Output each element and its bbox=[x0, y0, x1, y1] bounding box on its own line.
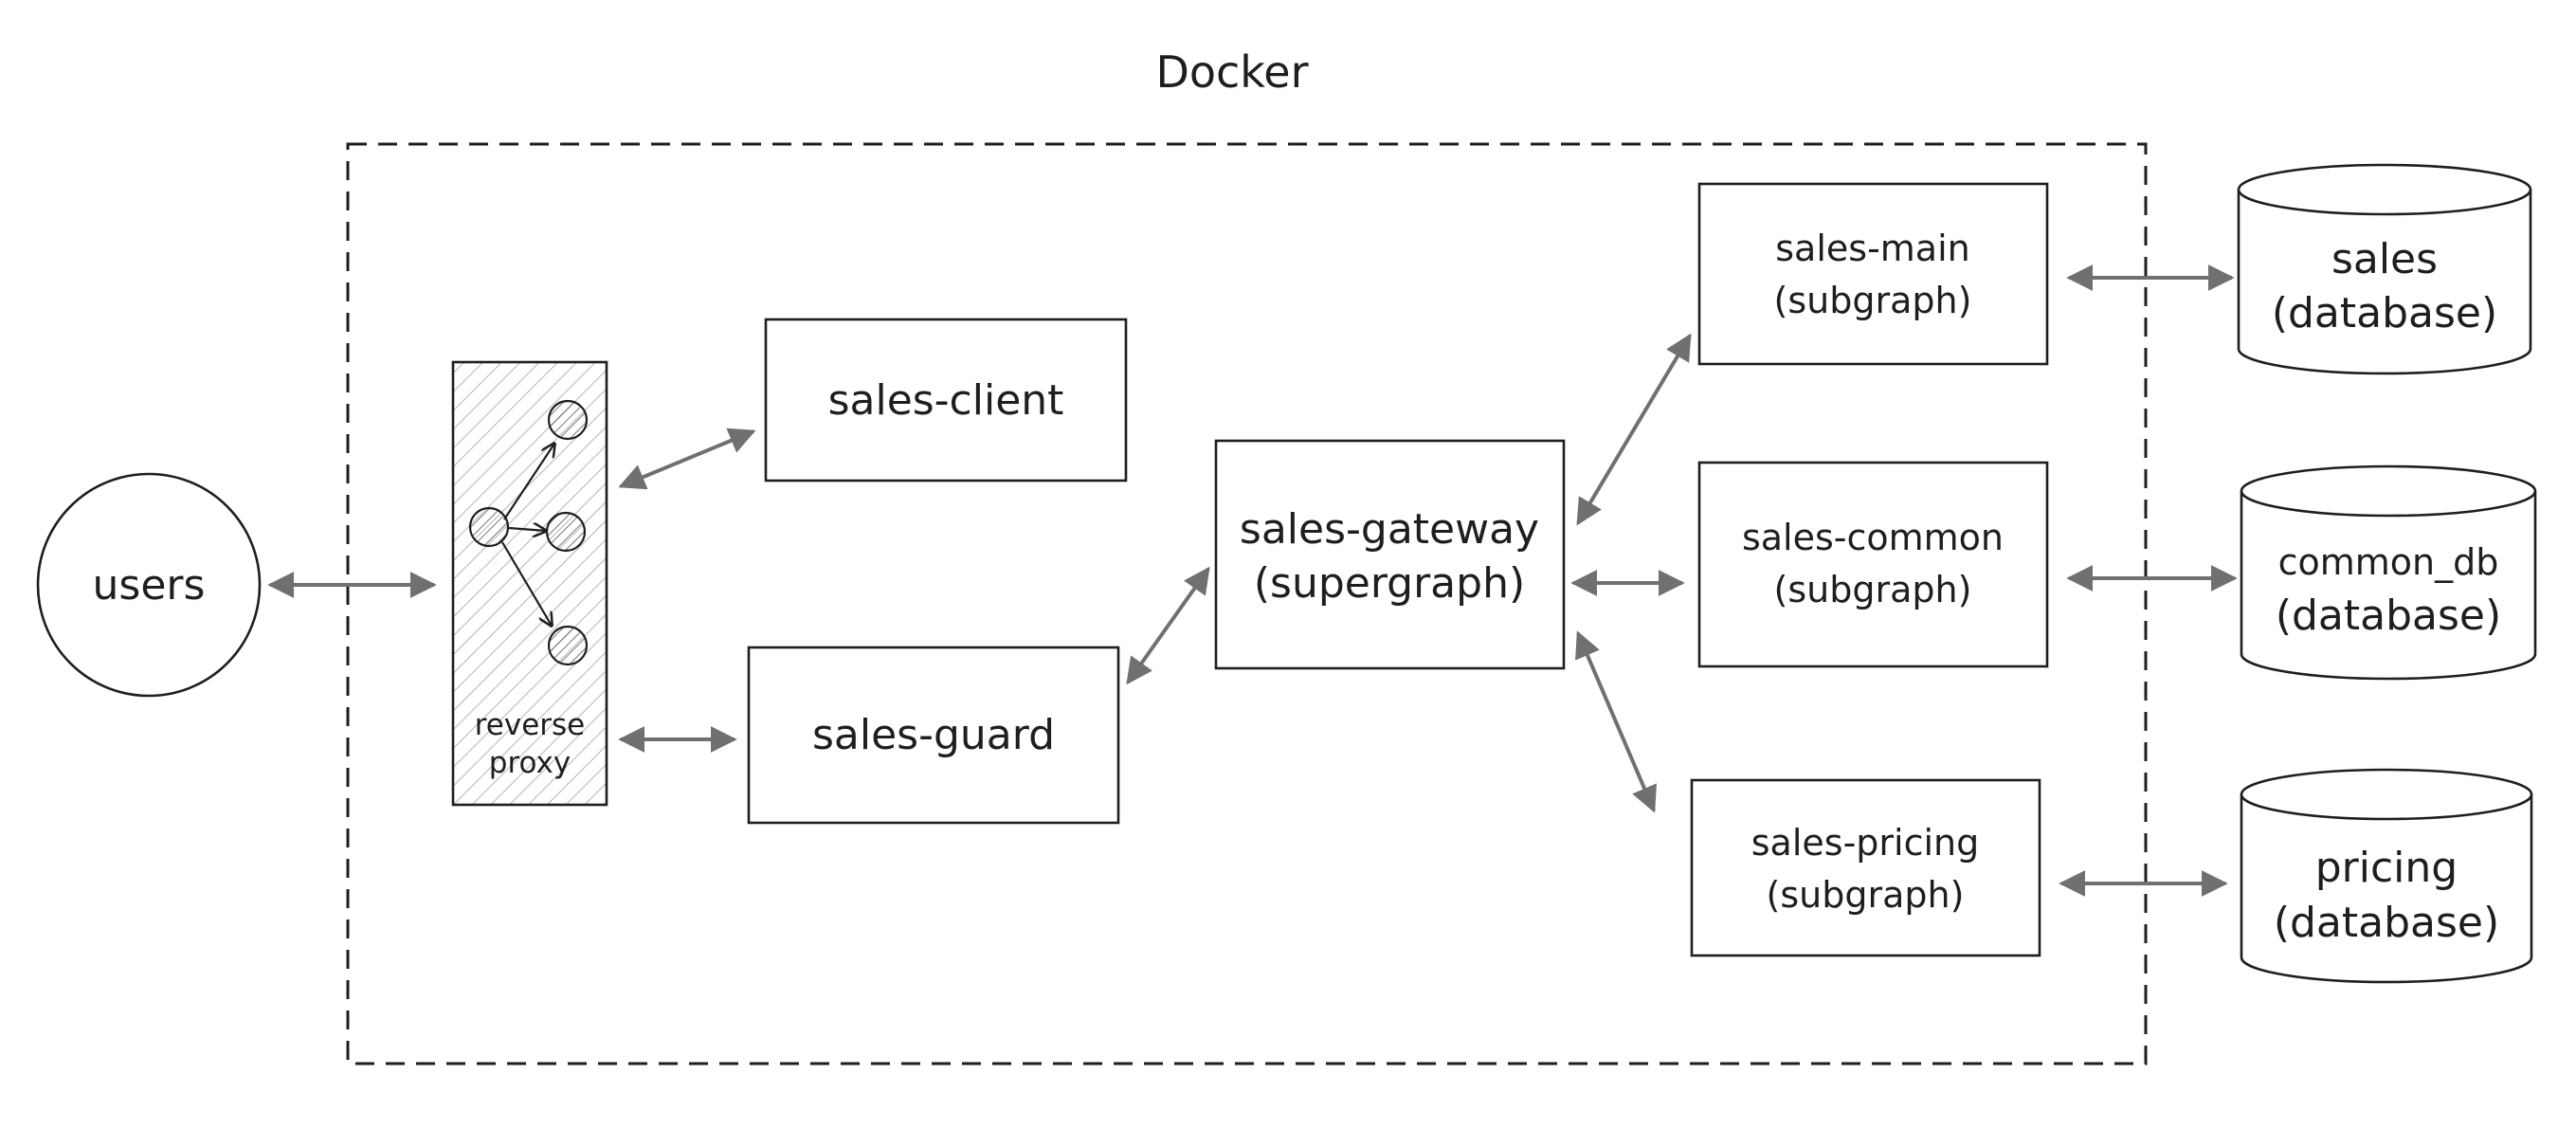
sales-pricing-node: sales-pricing (subgraph) bbox=[1690, 778, 2041, 957]
edge-gateway-main bbox=[1576, 333, 1692, 526]
sales-guard-label: sales-guard bbox=[812, 711, 1055, 759]
sales-common-label-line1: sales-common bbox=[1742, 517, 2004, 558]
sales-common-node: sales-common (subgraph) bbox=[1697, 461, 2049, 668]
reverse-proxy-node: reverse proxy bbox=[451, 360, 608, 807]
users-node: users bbox=[36, 472, 262, 698]
reverse-proxy-label-line1: reverse bbox=[475, 708, 586, 742]
db-pricing-label-line2: (database) bbox=[2274, 899, 2499, 947]
users-label: users bbox=[93, 561, 206, 610]
reverse-proxy-label-line2: proxy bbox=[489, 746, 571, 780]
sales-gateway-label-line2: (supergraph) bbox=[1254, 559, 1525, 608]
db-sales-label-line1: sales bbox=[2331, 235, 2438, 283]
sales-client-label: sales-client bbox=[828, 376, 1064, 425]
db-common-label-line2: (database) bbox=[2276, 592, 2501, 640]
edge-guard-gateway bbox=[1126, 566, 1210, 685]
sales-common-label-line2: (subgraph) bbox=[1774, 569, 1972, 610]
docker-title: Docker bbox=[1155, 46, 1308, 98]
sales-main-label-line1: sales-main bbox=[1775, 228, 1969, 269]
edge-proxy-client bbox=[618, 428, 756, 490]
sales-guard-node: sales-guard bbox=[747, 646, 1120, 825]
db-pricing-label-line1: pricing bbox=[2315, 844, 2458, 892]
db-common-label-line1: common_db bbox=[2278, 541, 2499, 583]
sales-pricing-label-line1: sales-pricing bbox=[1751, 822, 1980, 864]
proxy-routing-icon bbox=[468, 399, 589, 666]
sales-main-node: sales-main (subgraph) bbox=[1697, 182, 2049, 366]
edge-gateway-pricing bbox=[1575, 630, 1657, 813]
sales-client-node: sales-client bbox=[764, 318, 1128, 482]
sales-gateway-node: sales-gateway (supergraph) bbox=[1214, 439, 1566, 670]
docker-boundary bbox=[346, 142, 2148, 1065]
db-common-node: common_db (database) bbox=[2240, 464, 2537, 681]
db-pricing-node: pricing (database) bbox=[2240, 768, 2533, 984]
db-sales-node: sales (database) bbox=[2237, 163, 2532, 375]
sales-pricing-label-line2: (subgraph) bbox=[1767, 874, 1965, 916]
db-sales-label-line2: (database) bbox=[2272, 289, 2497, 337]
sales-main-label-line2: (subgraph) bbox=[1774, 280, 1972, 321]
sales-gateway-label-line1: sales-gateway bbox=[1240, 505, 1539, 554]
